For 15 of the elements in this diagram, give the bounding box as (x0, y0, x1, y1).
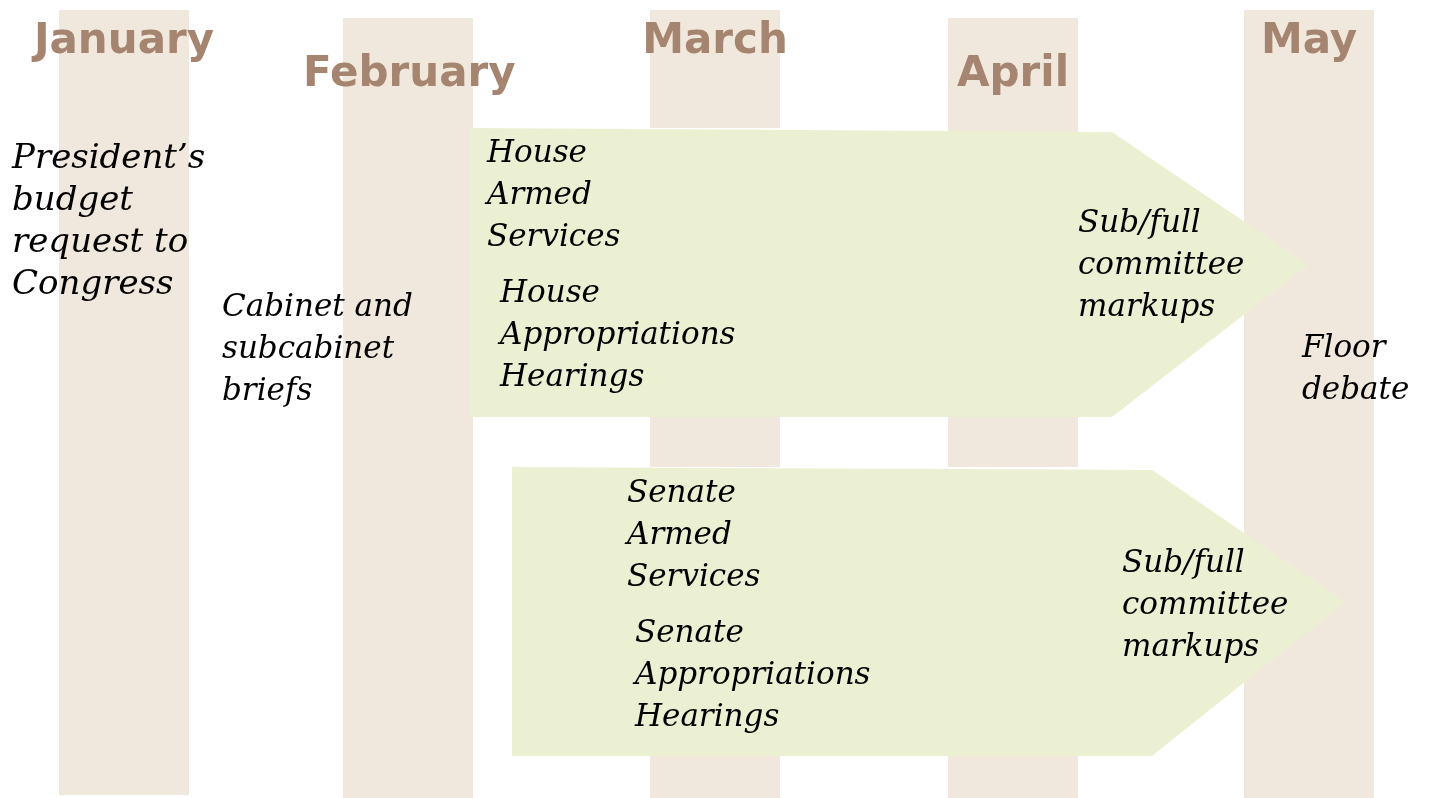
month-label: January (30, 14, 216, 63)
month-column (650, 417, 780, 467)
month-label: May (1259, 14, 1359, 63)
month-label: April (955, 47, 1071, 96)
month-column (650, 756, 780, 798)
stage-text: Sub/full committee markups (1078, 202, 1246, 325)
step-note: President’s budget request to Congress (12, 135, 207, 303)
month-column (948, 756, 1078, 798)
month-column (948, 18, 1078, 132)
month-column (948, 417, 1078, 467)
month-label: February (303, 47, 513, 96)
step-note: Floor debate (1302, 327, 1411, 408)
month-label: March (641, 14, 789, 63)
stage-text: Sub/full committee markups (1122, 542, 1290, 665)
step-note: Cabinet and subcabinet briefs (222, 286, 414, 409)
